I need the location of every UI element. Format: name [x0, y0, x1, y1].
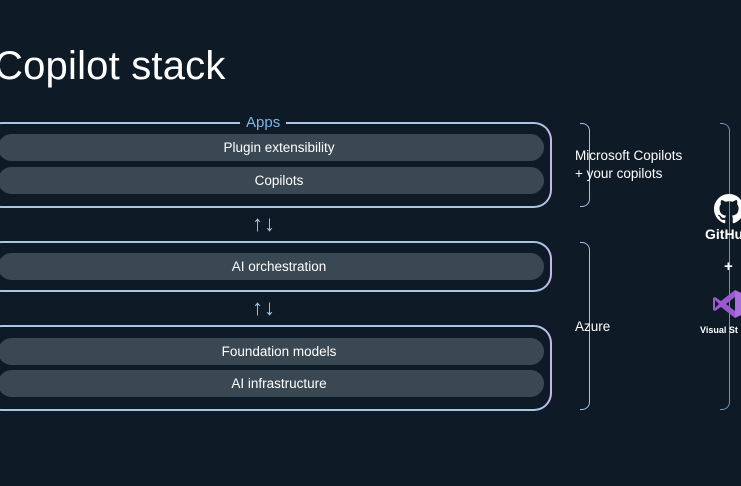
visual-studio-label: Visual St [700, 325, 738, 335]
github-icon [714, 194, 741, 224]
orchestration-group: AI orchestration [0, 241, 552, 292]
apps-group: Apps Plugin extensibility Copilots [0, 113, 552, 208]
layer-plugin-extensibility: Plugin extensibility [0, 134, 544, 161]
layer-label: Foundation models [221, 344, 337, 359]
foundation-group: Foundation models AI infrastructure [0, 325, 552, 411]
layer-label: AI infrastructure [231, 376, 327, 391]
azure-label: Azure [575, 319, 611, 334]
visual-studio-icon [713, 290, 741, 318]
plus-sign: + [724, 258, 733, 275]
github-label: GitHu [705, 226, 741, 242]
page-title: Copilot stack [0, 44, 226, 88]
layer-label: AI orchestration [231, 259, 327, 274]
layer-foundation-models: Foundation models [0, 338, 544, 365]
layer-copilots: Copilots [0, 167, 544, 194]
layer-label: Copilots [254, 173, 304, 188]
bidirectional-arrow: ↑↓ [252, 211, 276, 236]
bidirectional-arrow: ↑↓ [252, 295, 276, 320]
your-copilots-label: + your copilots [575, 166, 663, 181]
layer-label: Plugin extensibility [223, 140, 335, 155]
layer-ai-infrastructure: AI infrastructure [0, 370, 544, 397]
microsoft-copilots-label: Microsoft Copilots [575, 148, 683, 163]
layer-ai-orchestration: AI orchestration [0, 253, 544, 280]
apps-label: Apps [240, 113, 287, 133]
